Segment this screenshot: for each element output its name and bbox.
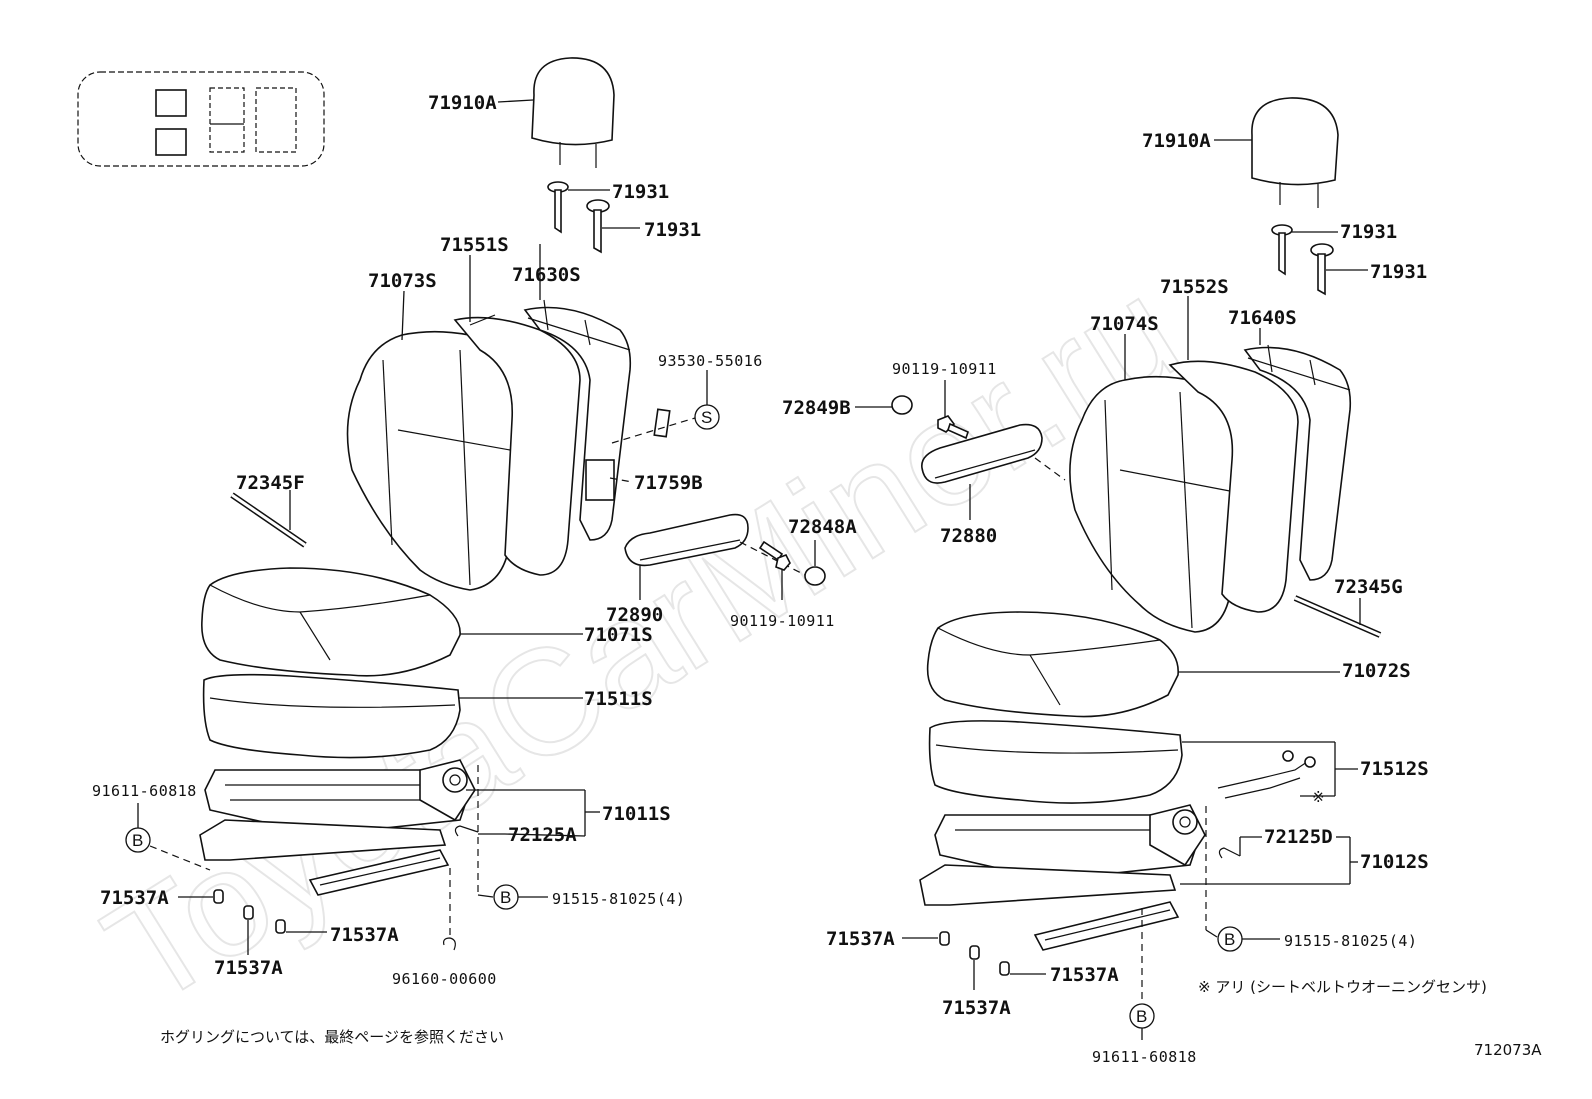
right-seat-assembly: 71910A 71931 71931 71074: [826, 97, 1429, 1066]
right-spring: [1218, 847, 1241, 859]
right-seatback-pad: [1168, 360, 1299, 613]
label-left-support-1: 71931: [612, 181, 669, 203]
right-seatback-cover: [1069, 375, 1247, 633]
label-left-headrest: 71910A: [428, 92, 497, 114]
label-left-armrest: 72890: [606, 604, 663, 626]
right-headrest: [1251, 97, 1339, 208]
label-right-clip-3: 71537A: [1050, 964, 1119, 986]
label-left-support-2: 71931: [644, 219, 701, 241]
left-clip-1: [213, 889, 224, 904]
label-right-armrest-bolt: 90119-10911: [892, 360, 997, 378]
label-right-back-pad: 71552S: [1160, 276, 1229, 298]
callout-s: [694, 404, 720, 430]
right-seat-frame: [919, 804, 1206, 951]
hog-ring-footnote: ホグリングについては、最終ページを参照ください: [160, 1028, 504, 1046]
label-right-armrest: 72880: [940, 525, 997, 547]
left-clip-3: [275, 919, 286, 934]
left-seatback-pad: [453, 314, 581, 576]
vehicle-seat-index-icon: [77, 71, 325, 167]
label-right-track-bolt: 91515-81025(4): [1284, 932, 1417, 950]
seatbelt-sensor-note: ※ アリ (シートベルトウオーニングセンサ): [1198, 978, 1487, 996]
right-headrest-support-2: [1310, 243, 1334, 296]
label-right-spring: 72125D: [1264, 826, 1333, 848]
left-belt-strip: [230, 492, 307, 548]
left-clip-2: [243, 905, 254, 920]
right-armrest-group: 90119-10911 72849B 72880: [782, 360, 1066, 547]
label-left-track-bolt: 91515-81025(4): [552, 890, 685, 908]
right-armrest-cap: [891, 395, 913, 415]
label-left-clip-2: 71537A: [214, 957, 283, 979]
label-left-clip-1: 71537A: [100, 887, 169, 909]
right-seatback-frame: [1243, 344, 1352, 581]
label-left-hog-ring: 96160-00600: [392, 970, 497, 988]
left-seatback-screw: [653, 408, 671, 438]
left-spring: [454, 825, 479, 837]
right-armrest-bolt: [937, 415, 969, 440]
left-armrest-cap: [804, 566, 826, 586]
left-armrest-bolt: [758, 540, 791, 571]
label-right-armrest-cap: 72849B: [782, 397, 851, 419]
left-armrest: [624, 513, 749, 567]
left-cushion-pad: [202, 673, 461, 759]
label-left-adjuster-bolt: 91611-60818: [92, 782, 197, 800]
right-clip-1: [939, 931, 950, 946]
label-left-back-pad: 71551S: [440, 234, 509, 256]
label-left-cap: 72848A: [788, 516, 857, 538]
right-cushion-cover: [926, 611, 1179, 718]
callout-b-letter: B: [132, 831, 143, 850]
callout-s-letter: S: [701, 408, 712, 427]
left-cushion-cover: [201, 567, 461, 677]
label-left-bracket: 71759B: [634, 472, 703, 494]
label-right-clip-1: 71537A: [826, 928, 895, 950]
label-left-spring: 72125A: [508, 824, 577, 846]
label-right-frame: 71012S: [1360, 851, 1429, 873]
right-clip-3: [999, 961, 1010, 976]
label-right-support-2: 71931: [1370, 261, 1427, 283]
label-left-belt-strip: 72345F: [236, 472, 305, 494]
label-left-back-cover: 71073S: [368, 270, 437, 292]
label-left-screw: 93530-55016: [658, 352, 763, 370]
label-left-cushion-cover: 71071S: [584, 624, 653, 646]
left-headrest-support-2: [586, 199, 610, 254]
left-headrest: [531, 57, 615, 168]
left-seatback-frame: [523, 299, 632, 541]
label-left-armrest-bolt: 90119-10911: [730, 612, 835, 630]
left-headrest-support-1: [547, 181, 569, 234]
callout-b-letter-4: B: [1136, 1007, 1147, 1026]
right-headrest-support-1: [1271, 224, 1293, 276]
left-seatback-cover: [346, 330, 524, 591]
label-left-clip-3: 71537A: [330, 924, 399, 946]
label-right-cushion-cover: 71072S: [1342, 660, 1411, 682]
label-right-support-1: 71931: [1340, 221, 1397, 243]
right-seatbelt-sensor: [1217, 750, 1316, 799]
label-right-clip-2: 71537A: [942, 997, 1011, 1019]
right-clip-2: [969, 945, 980, 960]
label-right-belt-strip: 72345G: [1334, 576, 1403, 598]
right-cushion-pad: [928, 720, 1183, 804]
label-right-sensor-mark: ※: [1312, 788, 1325, 806]
label-left-back-frame: 71630S: [512, 264, 581, 286]
diagram-code: 712073A: [1474, 1041, 1542, 1059]
left-seat-assembly: 71910A 71931 71931: [92, 57, 857, 988]
label-right-adjuster-bolt: 91611-60818: [1092, 1048, 1197, 1066]
callout-b-letter-3: B: [1224, 930, 1235, 949]
label-right-back-frame: 71640S: [1228, 307, 1297, 329]
left-seat-frame: [199, 759, 476, 896]
left-hog-ring: [443, 937, 456, 951]
label-right-back-cover: 71074S: [1090, 313, 1159, 335]
label-right-headrest: 71910A: [1142, 130, 1211, 152]
callout-b-letter-2: B: [500, 888, 511, 907]
label-left-cushion-pad: 71511S: [584, 688, 653, 710]
right-belt-strip: [1293, 595, 1382, 638]
label-right-cushion-pad: 71512S: [1360, 758, 1429, 780]
callout-b-left-1: [125, 827, 151, 853]
right-armrest: [921, 423, 1043, 484]
label-left-frame: 71011S: [602, 803, 671, 825]
